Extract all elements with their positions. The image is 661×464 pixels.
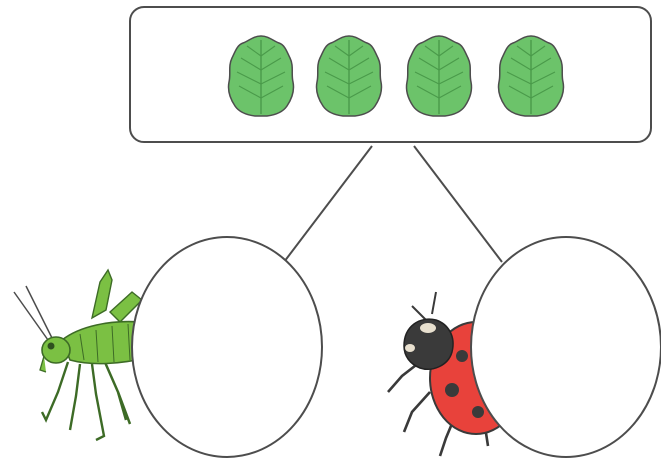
leaf-icon (405, 35, 473, 117)
grasshopper-icon (13, 268, 147, 442)
left-part-circle (131, 236, 323, 458)
right-connector-line (413, 145, 503, 263)
leaf-icon (227, 35, 295, 117)
leaf-icon (315, 35, 383, 117)
whole-box (129, 6, 652, 143)
left-connector-line (283, 145, 373, 263)
leaf-icon (497, 35, 565, 117)
right-part-circle (470, 236, 661, 458)
